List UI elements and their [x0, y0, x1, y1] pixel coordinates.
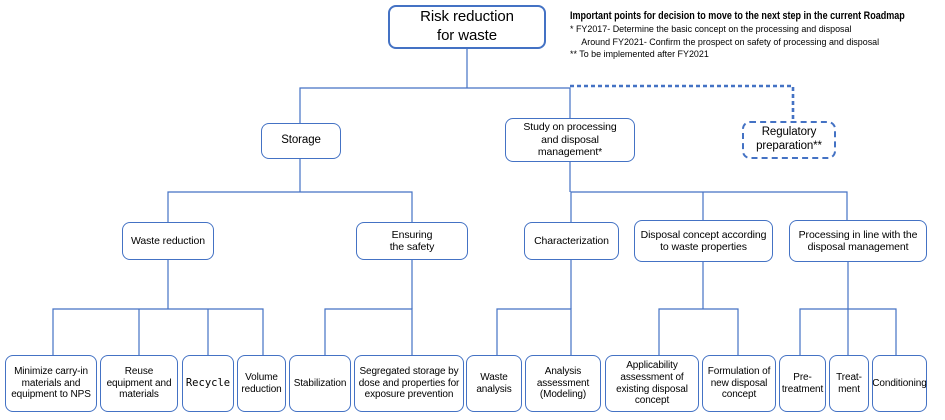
node-pre-treatment: Pre- treatment: [779, 355, 826, 412]
annotation-heading: Important points for decision to move to…: [570, 10, 905, 22]
node-stabilization: Stabilization: [289, 355, 351, 412]
node-disposal-concept-waste-properties: Disposal concept according to waste prop…: [634, 220, 773, 262]
node-storage: Storage: [261, 123, 341, 159]
node-formulation-new-disposal-concept: Formulation of new disposal concept: [702, 355, 776, 412]
node-regulatory-preparation: Regulatory preparation**: [742, 121, 836, 159]
node-conditioning: Conditioning: [872, 355, 927, 412]
node-treatment: Treat- ment: [829, 355, 869, 412]
node-reuse-equipment-materials: Reuse equipment and materials: [100, 355, 178, 412]
node-waste-reduction: Waste reduction: [122, 222, 214, 260]
annotation-note-2: Around FY2021- Confirm the prospect on s…: [581, 36, 880, 48]
node-ensuring-the-safety: Ensuring the safety: [356, 222, 468, 260]
node-applicability-assessment: Applicability assessment of existing dis…: [605, 355, 699, 412]
node-processing-in-line-disposal-management: Processing in line with the disposal man…: [789, 220, 927, 262]
node-volume-reduction: Volume reduction: [237, 355, 286, 412]
annotation-note-1: * FY2017- Determine the basic concept on…: [570, 24, 852, 35]
annotation-block: Important points for decision to move to…: [570, 10, 942, 62]
node-characterization: Characterization: [524, 222, 619, 260]
node-risk-reduction-for-waste: Risk reduction for waste: [388, 5, 546, 49]
node-recycle: Recycle: [182, 355, 234, 412]
node-waste-analysis: Waste analysis: [466, 355, 522, 412]
node-minimize-carry-in: Minimize carry-in materials and equipmen…: [5, 355, 97, 412]
node-analysis-assessment-modeling: Analysis assessment (Modeling): [525, 355, 601, 412]
node-segregated-storage: Segregated storage by dose and propertie…: [354, 355, 464, 412]
annotation-note-3: ** To be implemented after FY2021: [570, 49, 709, 61]
node-study-processing-disposal-management: Study on processing and disposal managem…: [505, 118, 635, 162]
